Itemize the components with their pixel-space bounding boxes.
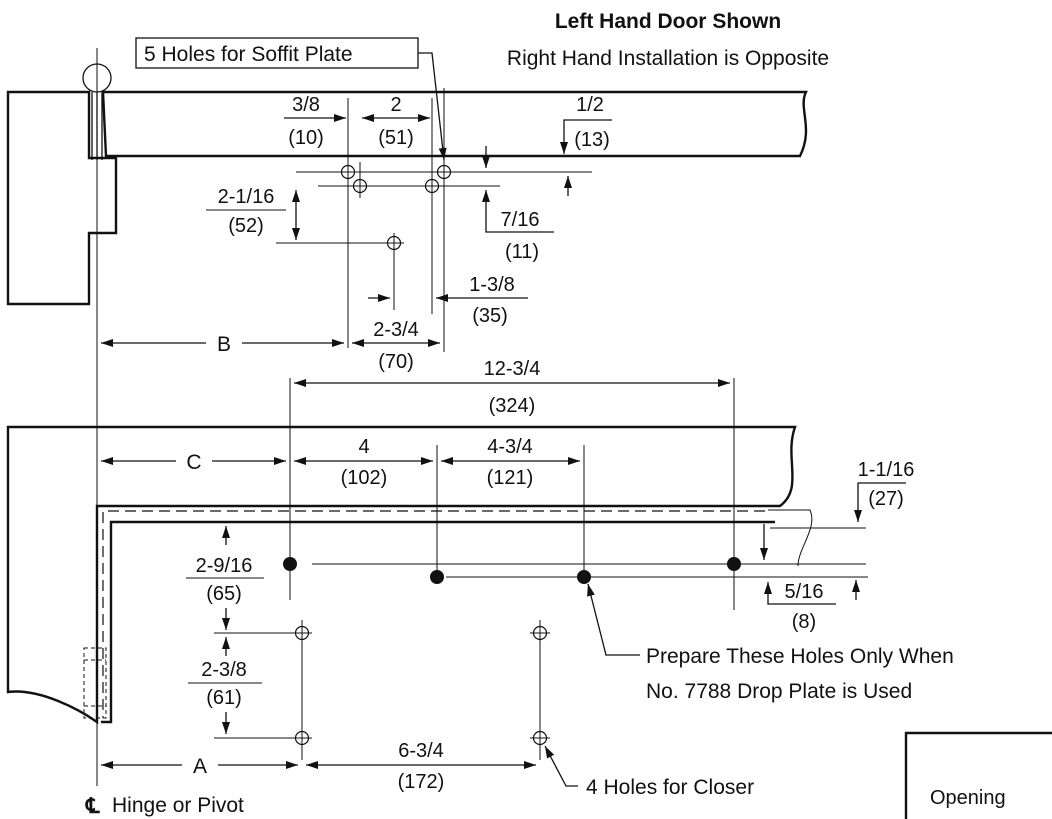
closer-hole-solid: [727, 557, 741, 571]
drop-plate-hole-solid: [430, 570, 444, 584]
soffit-leader: [418, 52, 447, 161]
dim-2-3-8: 2-3/8: [201, 659, 247, 681]
drop-plate-hole-solid: [577, 570, 591, 584]
dim-11: (11): [505, 241, 539, 263]
closer-holes-callout: 4 Holes for Closer: [586, 776, 754, 799]
dim-label-c: C: [186, 451, 201, 474]
dim-121: (121): [487, 467, 534, 489]
dim-102: (102): [341, 467, 388, 489]
dim-2-9-16: 2-9/16: [196, 555, 253, 577]
dim-2: 2: [390, 94, 401, 116]
dim-3-8: 3/8: [292, 94, 320, 116]
drawing-subtitle: Right Hand Installation is Opposite: [507, 47, 829, 70]
hinge-or-pivot-label: Hinge or Pivot: [112, 794, 244, 817]
closer-hole: [291, 622, 313, 644]
dim-7-16: 7/16: [501, 209, 540, 231]
dim-2-1-16: 2-1/16: [218, 186, 275, 208]
dim-35: (35): [472, 305, 508, 327]
lower-extension-lines: [301, 445, 585, 760]
dim-324: (324): [489, 395, 536, 417]
dim-13: (13): [574, 129, 610, 151]
dim-1-3-8: 1-3/8: [469, 274, 515, 296]
closer-hole: [529, 622, 551, 644]
closer-hole: [291, 727, 313, 749]
opening-box: [904, 731, 1052, 819]
dim-65: (65): [206, 583, 242, 605]
dim-61: (61): [206, 687, 242, 709]
dim-51: (51): [378, 127, 414, 149]
dim-10: (10): [288, 127, 324, 149]
dim-label-b: B: [217, 333, 231, 356]
dim-5-16: 5/16: [785, 581, 824, 603]
dim-8: (8): [792, 611, 816, 633]
soffit-hole: [349, 175, 371, 197]
hidden-outline-lower: [102, 510, 765, 718]
dim-12-3-4: 12-3/4: [484, 358, 541, 380]
soffit-holes-callout: 5 Holes for Soffit Plate: [144, 43, 353, 66]
hinge-hidden-outline: [83, 647, 107, 719]
frame-jamb-upper: [6, 90, 118, 306]
dim-70: (70): [378, 351, 414, 373]
dim-2-3-4-upper: 2-3/4: [373, 319, 419, 341]
drawing-title: Left Hand Door Shown: [555, 10, 781, 33]
soffit-hole: [383, 232, 405, 254]
frame-stop-lower: [101, 520, 775, 724]
dim-172: (172): [398, 771, 445, 793]
dim-label-a: A: [193, 755, 207, 778]
drop-plate-callout-line1: Prepare These Holes Only When: [646, 645, 954, 668]
dim-6-3-4: 6-3/4: [398, 740, 444, 762]
closer-hole-solid: [283, 557, 297, 571]
frame-header-upper: [101, 90, 808, 158]
upper-extension-lines: [347, 88, 445, 352]
soffit-hole: [421, 175, 443, 197]
centerline-symbol: ℄: [85, 795, 100, 818]
drop-plate-callout-line2: No. 7788 Drop Plate is Used: [646, 680, 912, 703]
dim-1-1-16: 1-1/16: [858, 459, 915, 481]
dim-52: (52): [228, 215, 264, 237]
door-leaf-upper-edge: [91, 92, 103, 160]
frame-lower: [6, 425, 797, 725]
soffit-hole: [433, 161, 455, 183]
closer-hole: [529, 727, 551, 749]
dim-4: 4: [358, 436, 369, 458]
dim-4-3-4: 4-3/4: [487, 436, 533, 458]
opening-label: Opening: [930, 787, 1006, 809]
dim-27: (27): [868, 488, 904, 510]
soffit-hole: [337, 161, 359, 183]
dim-1-2: 1/2: [576, 94, 604, 116]
